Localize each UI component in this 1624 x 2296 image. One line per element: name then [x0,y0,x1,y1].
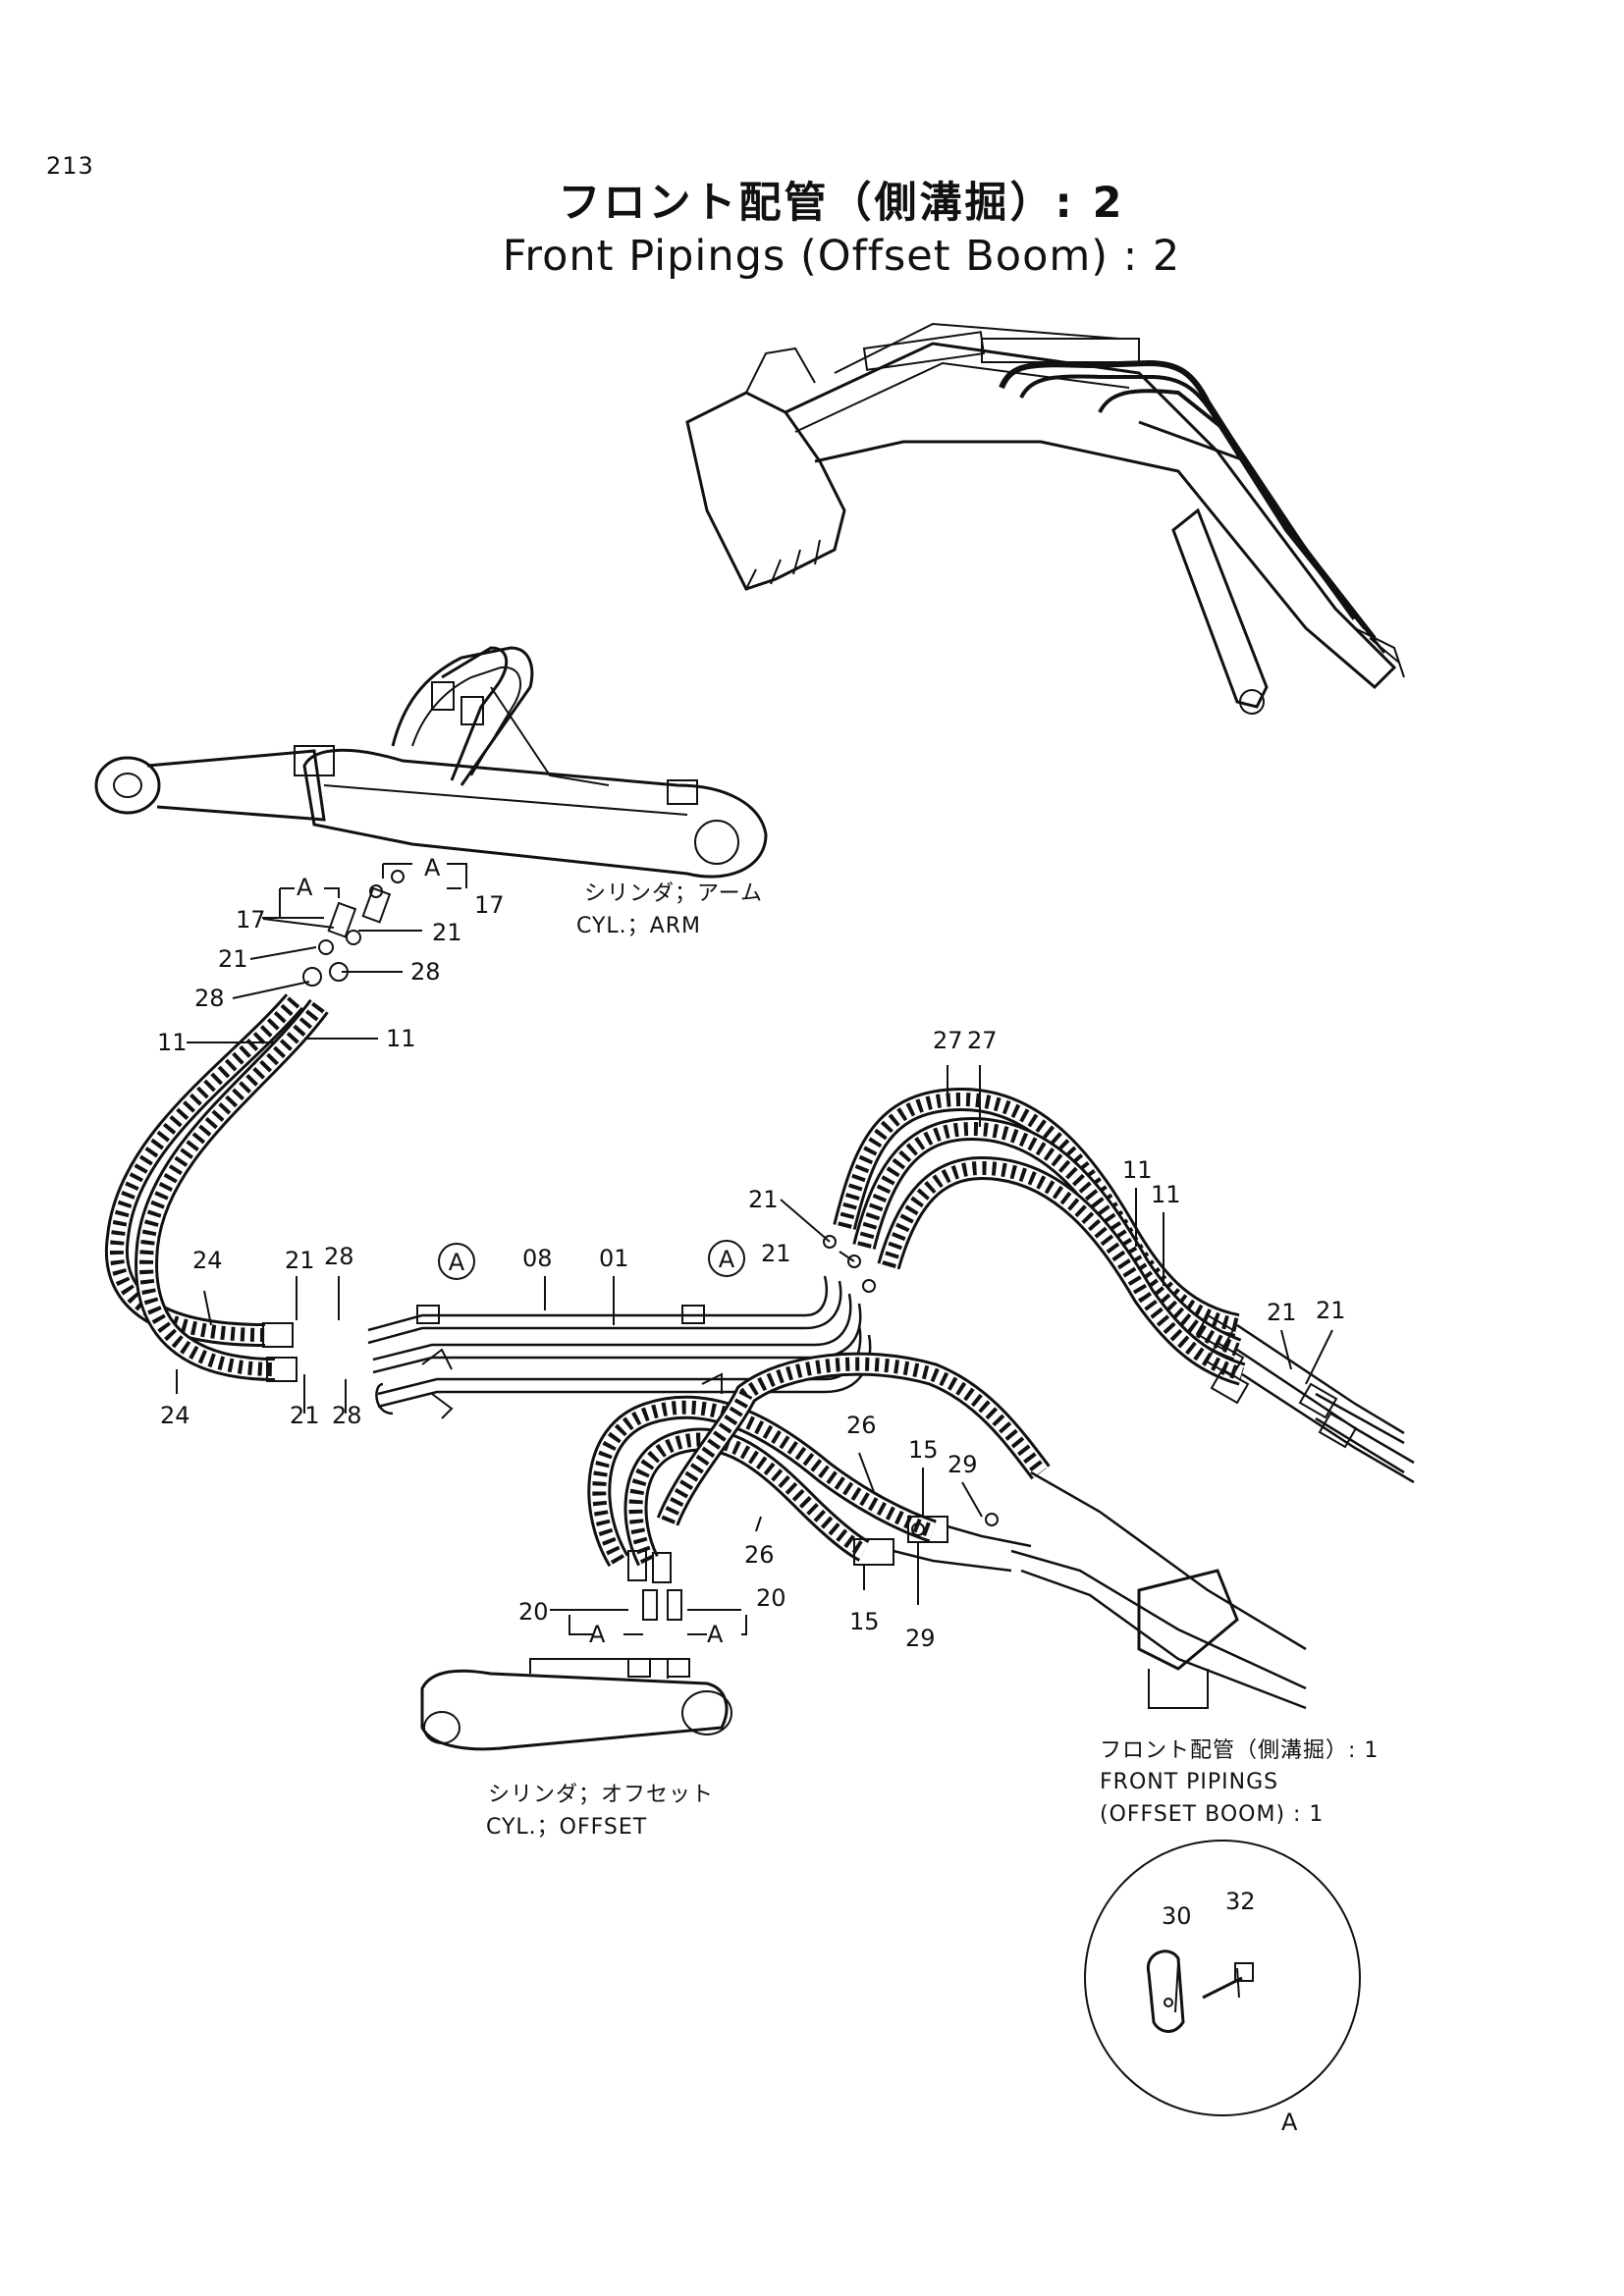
note-cyl-arm-en: CYL.；ARM [576,914,701,938]
leader-lines [176,887,1333,2013]
excavator-overview-illustration [685,322,1405,715]
arm-cylinder-illustration [94,646,768,879]
reference-mark-a-left: A [438,1243,475,1280]
callout-17: 17 [236,906,266,934]
callout-11: 11 [386,1025,416,1052]
callout-28: 28 [324,1243,354,1270]
note-front-pipings-en-line2: (OFFSET BOOM) : 1 [1100,1802,1324,1827]
callout-11: 11 [157,1029,188,1056]
callout-21: 21 [748,1186,779,1213]
bracket-a-label: A [297,874,313,901]
callout-11: 11 [1122,1156,1153,1184]
note-cyl-offset-jp: シリンダ；オフセット [488,1783,714,1807]
callout-32: 32 [1225,1888,1256,1915]
bracket-a-label: A [707,1621,724,1648]
detail-a-clamp [1084,1840,1361,2116]
callout-17: 17 [474,891,505,919]
callout-30: 30 [1162,1902,1192,1930]
arm-cylinder-fittings [302,870,405,987]
callout-21: 21 [285,1247,315,1274]
callout-24: 24 [192,1247,223,1274]
callout-26: 26 [744,1541,775,1569]
callout-numbers: 17 17 21 21 28 28 11 11 24 24 21 28 21 2… [157,891,1346,2136]
callout-21: 21 [290,1402,320,1429]
callout-21: 21 [432,919,462,946]
callout-21: 21 [1267,1299,1297,1326]
callout-29: 29 [947,1451,978,1478]
callout-11: 11 [1151,1181,1181,1208]
reference-mark-a-right: A [708,1240,745,1277]
callout-20: 20 [756,1584,786,1612]
callout-28: 28 [410,958,441,986]
steel-pipes-01-08 [367,1275,872,1419]
callout-28: 28 [194,985,225,1012]
note-front-pipings-en-line1: FRONT PIPINGS [1100,1770,1278,1794]
callout-24: 24 [160,1402,190,1429]
callout-28: 28 [332,1402,362,1429]
bracket-a-label: A [424,854,441,881]
callout-15: 15 [908,1436,939,1464]
note-cyl-arm-jp: シリンダ；アーム [584,881,763,906]
callout-15: 15 [849,1608,880,1635]
hose-27-11-bundle [823,1087,1415,1484]
callout-01: 01 [599,1245,629,1272]
callout-29: 29 [905,1625,936,1652]
hose-26-15-bundle [587,1352,1307,1710]
hose-24-pair [104,993,329,1382]
note-front-pipings-jp: フロント配管（側溝掘）: 1 [1100,1738,1379,1763]
callout-27: 27 [967,1027,998,1054]
callout-27: 27 [933,1027,963,1054]
callout-21: 21 [218,945,248,973]
bracket-a-label: A [589,1621,606,1648]
page-title-japanese: フロント配管（側溝掘）: 2 [558,179,1125,228]
callout-08: 08 [522,1245,553,1272]
offset-cylinder-illustration [420,1658,732,1751]
note-cyl-offset-en: CYL.；OFFSET [486,1815,647,1840]
callout-21: 21 [1316,1297,1346,1324]
callout-21: 21 [761,1240,791,1267]
reference-a-label: A [449,1249,465,1276]
page-title-english: Front Pipings (Offset Boom) : 2 [502,232,1181,281]
detail-a-label: A [1281,2109,1298,2136]
callout-20: 20 [518,1598,549,1626]
reference-a-label: A [719,1246,735,1273]
page-number: 213 [46,152,94,180]
callout-26: 26 [846,1412,877,1439]
component-notes: シリンダ；アーム CYL.；ARM シリンダ；オフセット CYL.；OFFSET… [486,881,1379,1840]
